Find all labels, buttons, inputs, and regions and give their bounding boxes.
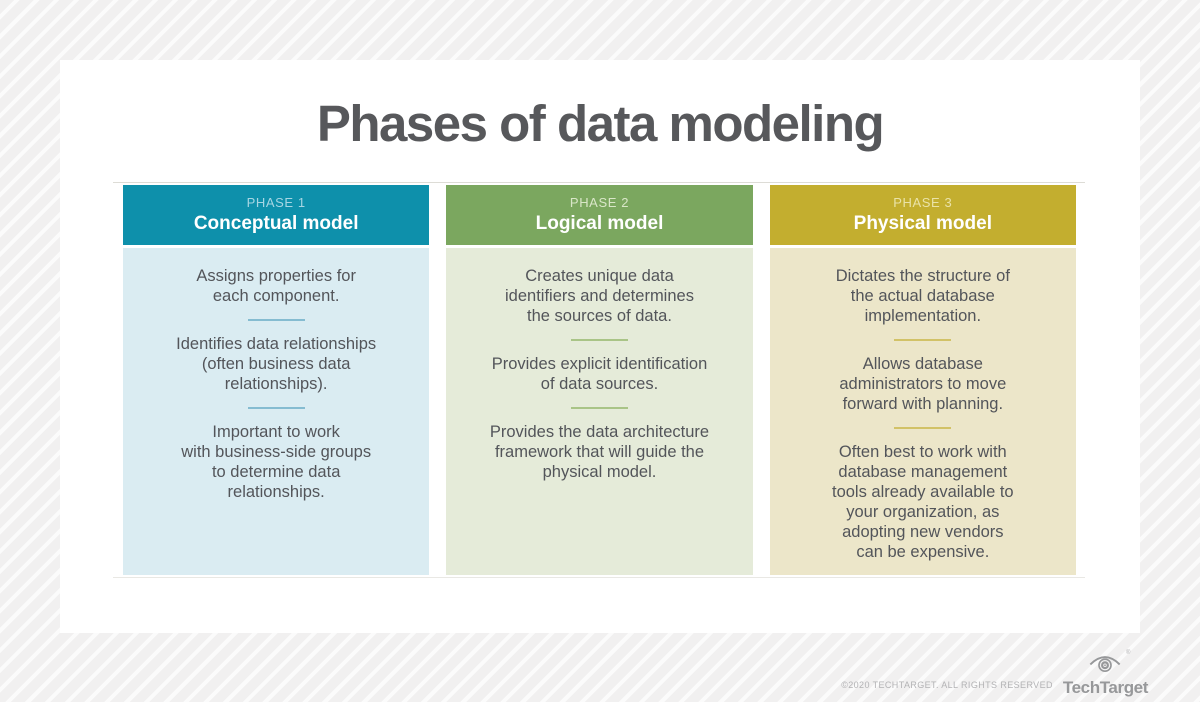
registered-trademark: ® (1126, 650, 1131, 656)
phase-header: PHASE 2 Logical model (446, 185, 753, 245)
model-name: Conceptual model (193, 213, 359, 234)
phase-point: Creates unique data identifiers and dete… (505, 267, 694, 325)
phase-header: PHASE 3 Physical model (769, 185, 1076, 245)
phase-point: Provides explicit identification of data… (491, 355, 708, 393)
divider (247, 319, 305, 321)
top-rule (113, 182, 1085, 183)
divider (570, 339, 628, 341)
model-name: Logical model (535, 213, 664, 234)
eye-target-icon: ® (1087, 650, 1130, 679)
infographic-card: Phases of data modeling PHASE 1 Conceptu… (60, 60, 1140, 633)
divider (247, 407, 305, 409)
divider (894, 339, 952, 341)
footer: ©2020 TECHTARGET. ALL RIGHTS RESERVED ® … (841, 650, 1149, 697)
phase-column-conceptual: PHASE 1 Conceptual model Assigns propert… (123, 185, 430, 575)
phase-point: Important to work with business-side gro… (181, 423, 372, 501)
phase-point: Dictates the structure of the actual dat… (835, 267, 1010, 325)
copyright-text: ©2020 TECHTARGET. ALL RIGHTS RESERVED (841, 680, 1053, 690)
phase-body: Assigns properties for each component. I… (123, 248, 430, 575)
phase-label: PHASE 3 (893, 195, 953, 210)
divider (570, 407, 628, 409)
bottom-rule (113, 577, 1085, 578)
phase-point: Often best to work with database managem… (832, 443, 1014, 561)
phase-column-logical: PHASE 2 Logical model Creates unique dat… (446, 185, 753, 575)
phase-header: PHASE 1 Conceptual model (123, 185, 430, 245)
phase-columns: PHASE 1 Conceptual model Assigns propert… (123, 185, 1076, 575)
phase-point: Assigns properties for each component. (196, 267, 356, 305)
phase-label: PHASE 2 (569, 195, 630, 210)
phase-body: Creates unique data identifiers and dete… (446, 248, 753, 575)
divider (894, 427, 952, 429)
phase-label: PHASE 1 (246, 195, 306, 210)
techtarget-logo: ® TechTarget (1062, 650, 1149, 697)
phase-point: Allows database administrators to move f… (839, 355, 1007, 413)
phase-column-physical: PHASE 3 Physical model Dictates the stru… (769, 185, 1076, 575)
phase-body: Dictates the structure of the actual dat… (769, 248, 1076, 575)
page-title: Phases of data modeling (316, 95, 885, 152)
phase-point: Identifies data relationships (often bus… (176, 335, 377, 393)
phase-point: Provides the data architecture framework… (489, 423, 710, 481)
logo-text: TechTarget (1062, 678, 1149, 697)
model-name: Physical model (853, 213, 992, 234)
